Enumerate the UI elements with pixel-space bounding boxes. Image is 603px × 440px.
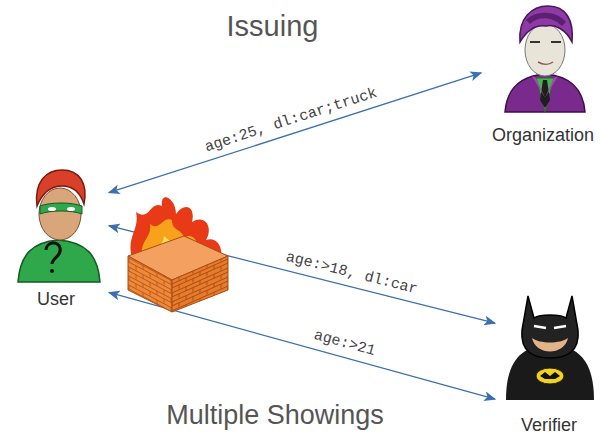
organization-node: Organization [486,4,600,146]
user-node: User [8,168,104,310]
diagram-caption: Multiple Showings [0,400,550,431]
firewall-icon [128,197,228,312]
diagram-title: Issuing [0,10,545,43]
message-label: age:>21 [311,327,376,360]
message-arrow [109,226,495,323]
node-label: Verifier [500,415,598,436]
message-arrow [109,73,481,193]
user-figure [18,170,100,282]
message-label: age:>18, dl:car [284,249,419,299]
node-label: User [8,289,104,310]
node-label: Organization [486,125,600,146]
verifier-node: Verifier [500,288,598,436]
message-label: age:25, dl:car;truck [203,85,380,156]
verifier-figure [506,296,594,400]
organization-figure [505,6,585,112]
